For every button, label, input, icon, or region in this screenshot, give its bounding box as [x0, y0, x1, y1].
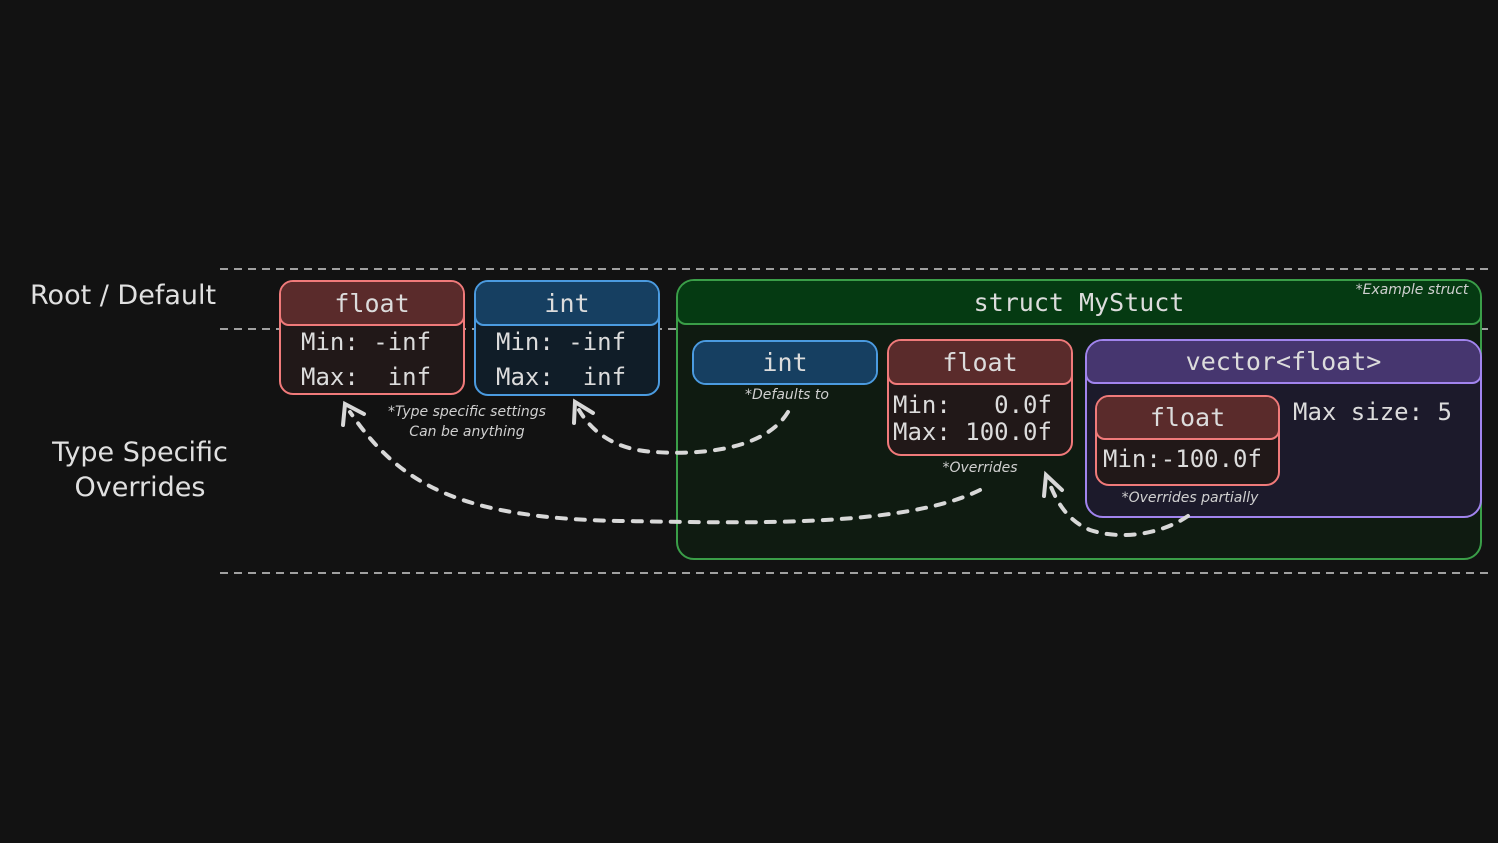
- struct-float-note: *Overrides: [942, 460, 1018, 476]
- root-note: *Type specific settings Can be anything: [388, 402, 546, 442]
- vector-float-box: float Min:-100.0f: [1095, 395, 1280, 486]
- struct-float-box: float Min: 0.0f Max: 100.0f: [887, 339, 1073, 456]
- vector-header: vector<float>: [1087, 341, 1480, 384]
- vector-max-size: Max size: 5: [1293, 398, 1452, 426]
- root-float-box: float Min: -inf Max: inf: [279, 280, 465, 395]
- arrow-overrides-to-root-float: [348, 410, 982, 525]
- struct-float-max: Max: 100.0f: [893, 418, 1052, 446]
- arrow-partial-to-struct-float: [1047, 480, 1190, 538]
- struct-float-header: float: [889, 341, 1071, 385]
- root-int-header: int: [476, 282, 658, 326]
- type-specific-line1: Type Specific: [52, 437, 228, 468]
- root-int-max: Max: inf: [496, 363, 627, 391]
- root-float-min: Min: -inf: [301, 328, 432, 356]
- struct-box: struct MyStuct: [676, 279, 1482, 560]
- struct-int-box: int: [692, 340, 878, 385]
- root-note-line2: Can be anything: [409, 424, 525, 440]
- struct-int-note: *Defaults to: [745, 387, 829, 403]
- root-default-label: Root / Default: [30, 280, 217, 311]
- arrowhead-root-float: [341, 400, 366, 427]
- root-float-header: float: [281, 282, 463, 326]
- root-int-box: int Min: -inf Max: inf: [474, 280, 660, 396]
- vector-note: *Overrides partially: [1121, 490, 1259, 506]
- arrowhead-root-int: [572, 398, 595, 425]
- type-specific-line2: Overrides: [74, 472, 206, 503]
- vector-float-header: float: [1097, 397, 1278, 440]
- root-int-min: Min: -inf: [496, 328, 627, 356]
- type-specific-label: Type Specific Overrides: [40, 435, 240, 505]
- root-note-line1: *Type specific settings: [388, 404, 546, 420]
- struct-int-header: int: [694, 342, 876, 383]
- struct-header: struct MyStuct: [678, 281, 1480, 325]
- root-float-max: Max: inf: [301, 363, 432, 391]
- arrow-defaults-to-root-int: [577, 408, 790, 455]
- struct-float-min: Min: 0.0f: [893, 391, 1052, 419]
- struct-note: *Example struct: [1355, 282, 1469, 298]
- arrowhead-struct-float: [1042, 470, 1064, 498]
- vector-float-min: Min:-100.0f: [1103, 445, 1262, 473]
